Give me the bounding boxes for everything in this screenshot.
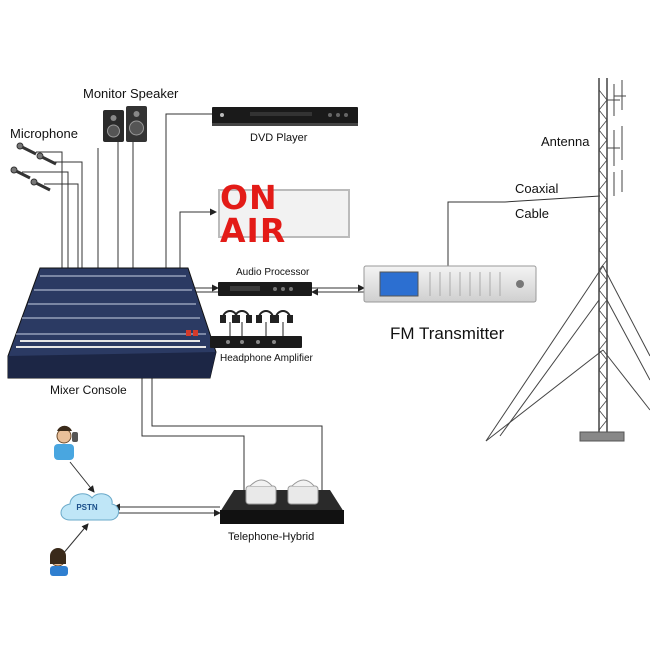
headphone-amplifier-icon [210, 336, 302, 348]
antenna-tower-icon [485, 78, 650, 442]
monitor-speaker-label: Monitor Speaker [83, 86, 179, 101]
dvd-player-icon [212, 107, 358, 126]
mixer-console-icon [7, 267, 217, 379]
microphone-label: Microphone [10, 126, 78, 141]
caller-boy-icon [54, 425, 78, 460]
coaxial-label: Coaxial [515, 181, 559, 196]
microphone-icons [10, 142, 57, 192]
telephone-hybrid-icon [220, 479, 344, 524]
pstn-cloud-icon [60, 493, 119, 521]
on-air-text: ON AIR [220, 177, 287, 250]
mixer-console-label: Mixer Console [50, 383, 127, 397]
fm-transmitter-label: FM Transmitter [390, 324, 505, 343]
headphone-icons [220, 310, 293, 336]
wires [22, 113, 601, 556]
microphone-icon-1 [16, 142, 37, 156]
microphone-icon-4 [30, 178, 51, 192]
microphone-icon-3 [10, 166, 31, 180]
audio-processor-label: Audio Processor [236, 267, 310, 278]
audio-processor-icon [218, 282, 312, 296]
dvd-player-label: DVD Player [250, 132, 308, 144]
caller-girl-icon [50, 548, 68, 576]
fm-transmitter-icon [363, 265, 537, 303]
headphone-icon-2 [232, 310, 252, 336]
on-air-sign-box: ON AIR [218, 181, 350, 247]
telephone-hybrid-label: Telephone-Hybrid [228, 531, 315, 543]
headphone-icon-3 [256, 310, 276, 336]
antenna-label: Antenna [541, 134, 590, 149]
headphone-amplifier-label: Headphone Amplifier [220, 353, 313, 364]
cable-label: Cable [515, 206, 549, 221]
monitor-speaker-icon [103, 106, 147, 142]
pstn-label: PSTN [76, 503, 98, 512]
headphone-icon-4 [273, 310, 293, 336]
microphone-icon-2 [36, 152, 57, 166]
